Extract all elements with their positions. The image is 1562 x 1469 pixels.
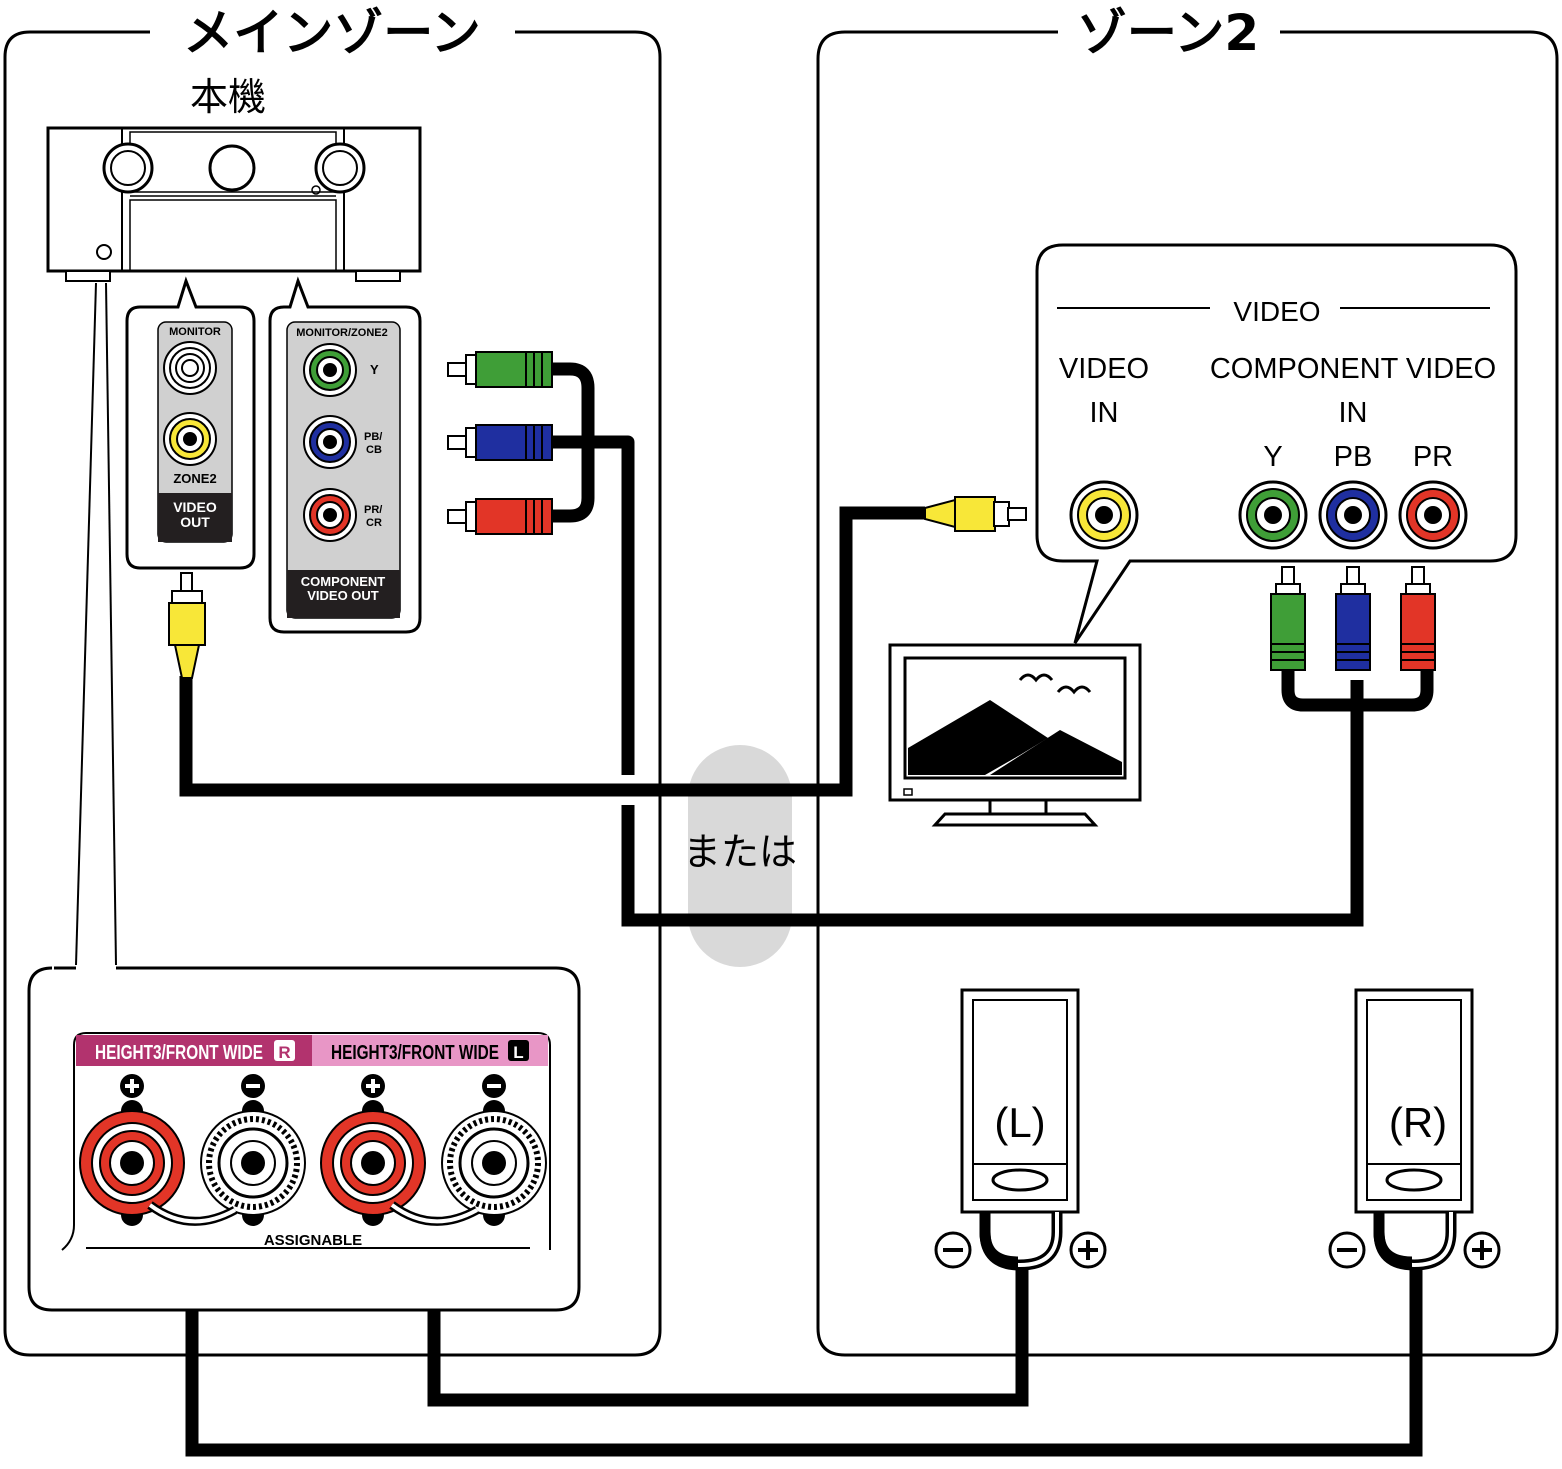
component-header: MONITOR/ZONE2: [296, 327, 387, 339]
tv-red-plug-icon: [1400, 566, 1436, 671]
right-terminal-label: HEIGHT3/FRONT WIDE: [95, 1042, 263, 1064]
component-pr-label: PR/: [364, 504, 382, 516]
tv-y-jack-icon: [1238, 480, 1308, 550]
component-y-jack-icon: [303, 343, 357, 397]
speaker-right-label: (R): [1389, 1099, 1447, 1146]
tv-video-in-line1: VIDEO: [1059, 353, 1149, 385]
volume-knob-icon: [102, 142, 154, 194]
zone2-frame: ゾーン2: [816, 4, 1559, 1357]
tv-y-label: Y: [1263, 441, 1282, 473]
zone2-title: ゾーン2: [1077, 4, 1259, 62]
component-pb-jack-icon: [303, 415, 357, 469]
monitor-jack-icon: [163, 341, 217, 395]
monitor-header: MONITOR: [169, 326, 221, 338]
speaker-right-plus-icon: [1463, 1231, 1501, 1269]
or-label: または: [683, 830, 797, 874]
tv-pb-label: PB: [1334, 441, 1373, 473]
zone2-video-jack-icon: [163, 412, 217, 466]
component-footer-line2: VIDEO OUT: [307, 588, 379, 603]
terminal-plus-icon: [120, 1074, 144, 1098]
speaker-left-icon: [960, 988, 1080, 1271]
or-bubble: [688, 745, 792, 967]
tv-component-line1: COMPONENT VIDEO: [1210, 353, 1496, 385]
tv-video-in-jack-icon: [1069, 480, 1139, 550]
speaker-callout-line: [75, 282, 97, 966]
tv-component-line2: IN: [1339, 397, 1368, 429]
video-out-line1: VIDEO: [173, 499, 217, 515]
power-button-icon: [96, 244, 112, 260]
tv-blue-plug-icon: [1335, 566, 1371, 671]
center-knob-icon: [208, 144, 256, 192]
component-footer-line1: COMPONENT: [301, 574, 386, 589]
receiver-label: 本機: [190, 75, 266, 119]
terminal-plus-icon: [361, 1074, 385, 1098]
tv-video-in-line2: IN: [1090, 397, 1119, 429]
speaker-left-minus-icon: [934, 1231, 972, 1269]
main-zone-frame: メインゾーン: [3, 4, 662, 1357]
left-terminal-label: HEIGHT3/FRONT WIDE: [331, 1042, 499, 1064]
terminal-r-minus-icon: [200, 1100, 306, 1226]
assignable-label: ASSIGNABLE: [264, 1232, 362, 1249]
left-speaker-cable: [427, 1227, 1029, 1407]
component-video-out-panel: MONITOR/ZONE2 Y PB/ CB PR/ CR COMPONENT …: [268, 276, 422, 634]
composite-video-cable: [179, 506, 925, 797]
zone2-label: ZONE2: [173, 471, 216, 486]
component-cr-label: CR: [366, 517, 382, 529]
speaker-right-icon: [1354, 988, 1474, 1271]
terminal-minus-icon: [241, 1074, 265, 1098]
yellow-plug-tv-icon: [924, 496, 1027, 532]
small-button-icon: [311, 185, 321, 195]
input-knob-icon: [314, 142, 366, 194]
receiver-unit: [46, 126, 422, 282]
component-pb-label: PB/: [364, 431, 382, 443]
speaker-terminal-panel: HEIGHT3/FRONT WIDE R HEIGHT3/FRONT WIDE …: [27, 966, 581, 1312]
tv-pb-jack-icon: [1318, 480, 1388, 550]
monitor-video-out-panel: MONITOR ZONE2 VIDEO OUT: [125, 276, 256, 570]
component-y-label: Y: [370, 362, 379, 377]
terminal-l-plus-icon: [320, 1100, 426, 1226]
blue-plug-icon: [447, 424, 553, 461]
terminal-l-minus-icon: [441, 1100, 547, 1226]
speaker-left-label: (L): [994, 1099, 1045, 1146]
speaker-right-minus-icon: [1328, 1231, 1366, 1269]
component-pr-jack-icon: [303, 488, 357, 542]
green-plug-icon: [447, 351, 553, 388]
speaker-left-plus-icon: [1069, 1231, 1107, 1269]
terminal-minus-icon: [482, 1074, 506, 1098]
component-cb-label: CB: [366, 444, 382, 456]
tv-pr-label: PR: [1413, 441, 1453, 473]
left-terminal-badge: L: [513, 1043, 523, 1062]
main-zone-title: メインゾーン: [183, 4, 481, 62]
tv-pr-jack-icon: [1398, 480, 1468, 550]
right-speaker-cable: [185, 1227, 1423, 1457]
tv-icon: [888, 643, 1142, 827]
tv-input-panel: VIDEO VIDEO IN COMPONENT VIDEO IN Y PB P…: [1035, 243, 1518, 644]
tv-video-group-label: VIDEO: [1233, 296, 1320, 327]
right-terminal-badge: R: [278, 1043, 290, 1062]
red-plug-icon: [447, 498, 553, 535]
tv-green-plug-icon: [1270, 566, 1306, 671]
video-out-line2: OUT: [180, 514, 210, 530]
terminal-r-plus-icon: [79, 1100, 185, 1226]
yellow-plug-receiver-icon: [168, 572, 206, 679]
